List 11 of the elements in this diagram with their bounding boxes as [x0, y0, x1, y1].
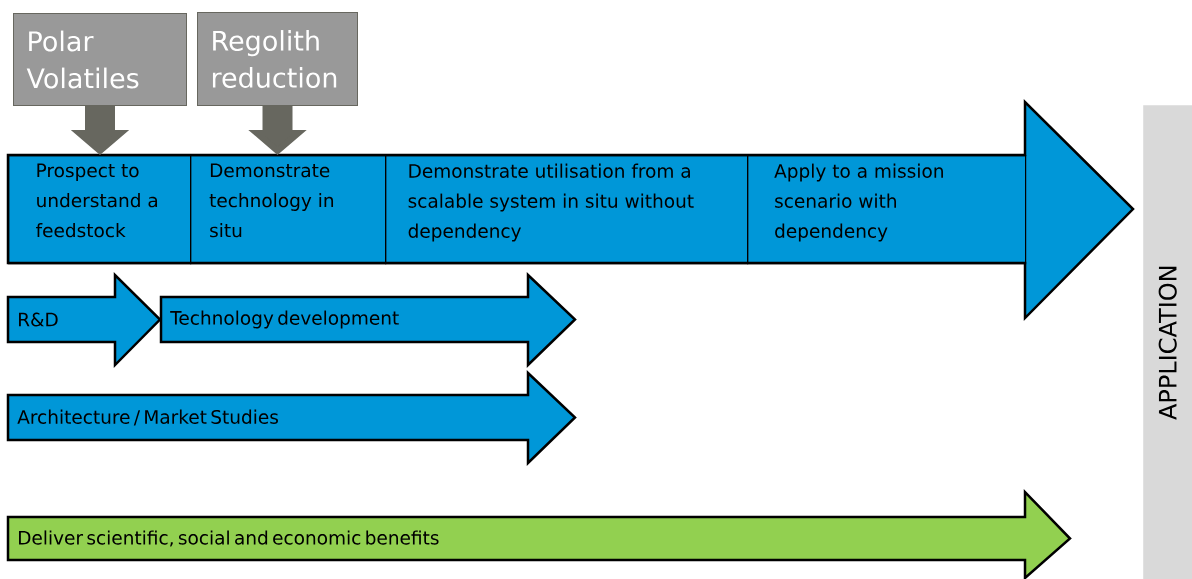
stage-cell: Apply to a mission scenario with dependency — [747, 155, 1027, 265]
phase-banner: Architecture / Market Studies — [6, 370, 577, 466]
stage-cell: Demonstrate utilisation from a scalable system in situ without dependency — [385, 155, 749, 265]
stage-cell: Prospect to understand a feedstock — [8, 155, 192, 265]
phase-banner: Deliver scientific, social and economic benefits — [6, 488, 1072, 579]
label-box: Regolith reduction — [197, 12, 358, 106]
phase-banner: R&D — [6, 272, 162, 369]
side-band: APPLICATION — [1143, 105, 1192, 579]
phase-banner: Technology development — [159, 272, 577, 368]
label-box: Polar Volatiles — [13, 13, 187, 106]
stage-cell: Demonstrate technology in situ — [190, 155, 387, 265]
